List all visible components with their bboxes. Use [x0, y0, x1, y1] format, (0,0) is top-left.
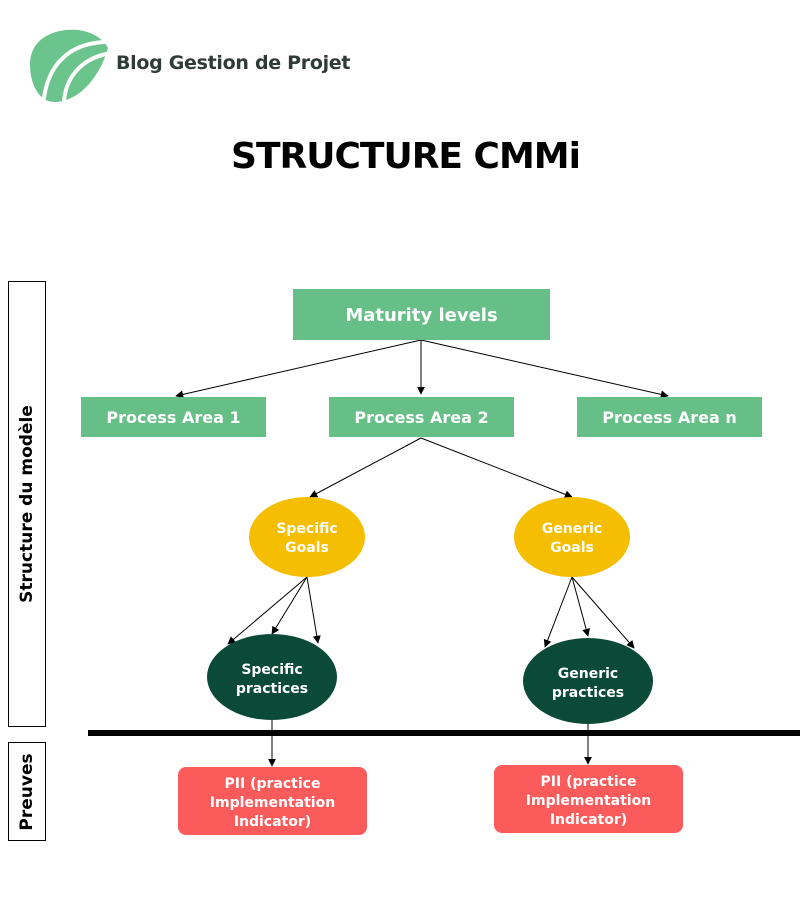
process-area-1-node: Process Area 1	[81, 397, 266, 437]
specific-practices-label-line1: Specific	[241, 662, 302, 678]
specific-goals-label-line1: Specific	[276, 521, 337, 537]
process-area-1-label: Process Area 1	[106, 408, 240, 427]
pii-left-node: PII (practice Implementation Indicator)	[178, 767, 367, 835]
process-area-n-node: Process Area n	[577, 397, 762, 437]
generic-practices-label-line2: practices	[552, 685, 624, 701]
arrow-maturity-pan	[420, 339, 669, 399]
arrow-pa2-sg	[309, 437, 422, 498]
arrow-sg-sp-2	[271, 576, 308, 635]
model-structure-panel: Structure du modèle	[8, 281, 46, 727]
evidence-panel: Preuves	[8, 742, 46, 841]
page-title: STRUCTURE CMMi	[231, 136, 581, 177]
arrow-maturity-pa1	[175, 339, 422, 399]
pii-right-label-line1: PII (practice	[541, 774, 637, 790]
generic-goals-node: Generic Goals	[514, 497, 630, 577]
specific-practices-label-line2: practices	[236, 681, 308, 697]
pii-right-node: PII (practice Implementation Indicator)	[494, 765, 683, 833]
specific-practices-node: Specific practices	[207, 634, 337, 720]
generic-goals-label-line1: Generic	[542, 521, 602, 537]
arrow-gg-gp-1	[543, 576, 573, 648]
arrow-gg-gp-3	[571, 576, 635, 649]
pii-right-label-line3: Indicator)	[550, 812, 627, 828]
pii-right-label-line2: Implementation	[526, 793, 651, 809]
arrow-gg-gp-2	[571, 576, 590, 637]
generic-practices-label-line1: Generic	[558, 666, 618, 682]
arrow-pa2-gg	[420, 437, 573, 499]
process-area-2-label: Process Area 2	[354, 408, 488, 427]
process-area-n-label: Process Area n	[602, 408, 736, 427]
connectors	[175, 339, 669, 767]
specific-goals-node: Specific Goals	[249, 497, 365, 577]
arrow-sg-sp-1	[227, 576, 308, 645]
brand-logo: Blog Gestion de Projet	[26, 24, 350, 106]
process-area-2-node: Process Area 2	[329, 397, 514, 437]
pii-left-label-line3: Indicator)	[234, 814, 311, 830]
generic-practices-node: Generic practices	[523, 638, 653, 724]
generic-goals-label-line2: Goals	[550, 540, 594, 556]
maturity-levels-node: Maturity levels	[293, 289, 550, 340]
brand-name: Blog Gestion de Projet	[116, 52, 351, 74]
maturity-levels-label: Maturity levels	[345, 305, 497, 326]
leaf-logo-icon	[30, 29, 108, 103]
pii-left-label-line1: PII (practice	[225, 776, 321, 792]
pii-left-label-line2: Implementation	[210, 795, 335, 811]
arrow-sg-sp-3	[306, 576, 321, 644]
specific-goals-label-line2: Goals	[285, 540, 329, 556]
